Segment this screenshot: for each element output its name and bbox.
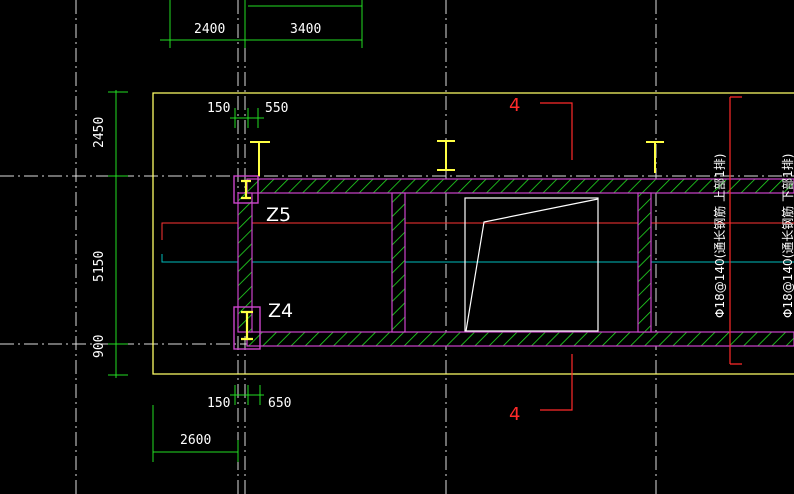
section-mark-bottom: 4: [509, 404, 520, 425]
dim-col-bottom-150: 150: [207, 396, 230, 411]
dim-col-top-550: 550: [265, 101, 288, 116]
rebar-note-bottom: Φ18@140(通长钢筋 下部1排): [780, 154, 794, 318]
dimension-lines: [108, 0, 363, 462]
reference-lines: [161, 222, 794, 263]
section-cut-lines: [540, 96, 742, 411]
dim-col-bottom-650: 650: [268, 396, 291, 411]
dim-left-900: 900: [92, 335, 107, 358]
column-label-z5: Z5: [266, 204, 291, 226]
dim-col-top-150: 150: [207, 101, 230, 116]
rebar-note-top: Φ18@140(通长钢筋 上部1排): [712, 154, 727, 318]
slab-outline: [152, 92, 794, 375]
dim-left-2450: 2450: [92, 117, 107, 148]
dim-bottom-2600: 2600: [180, 433, 211, 448]
column-z5: [233, 175, 259, 204]
rebar-markers: [250, 140, 664, 176]
concrete-walls: [237, 178, 794, 347]
dim-left-5150: 5150: [92, 251, 107, 282]
dim-top-3400: 3400: [290, 22, 321, 37]
section-mark-top: 4: [509, 95, 520, 116]
dim-top-2400: 2400: [194, 22, 225, 37]
opening-detail: [464, 197, 599, 332]
column-z4: [233, 306, 261, 350]
column-label-z4: Z4: [268, 300, 293, 322]
